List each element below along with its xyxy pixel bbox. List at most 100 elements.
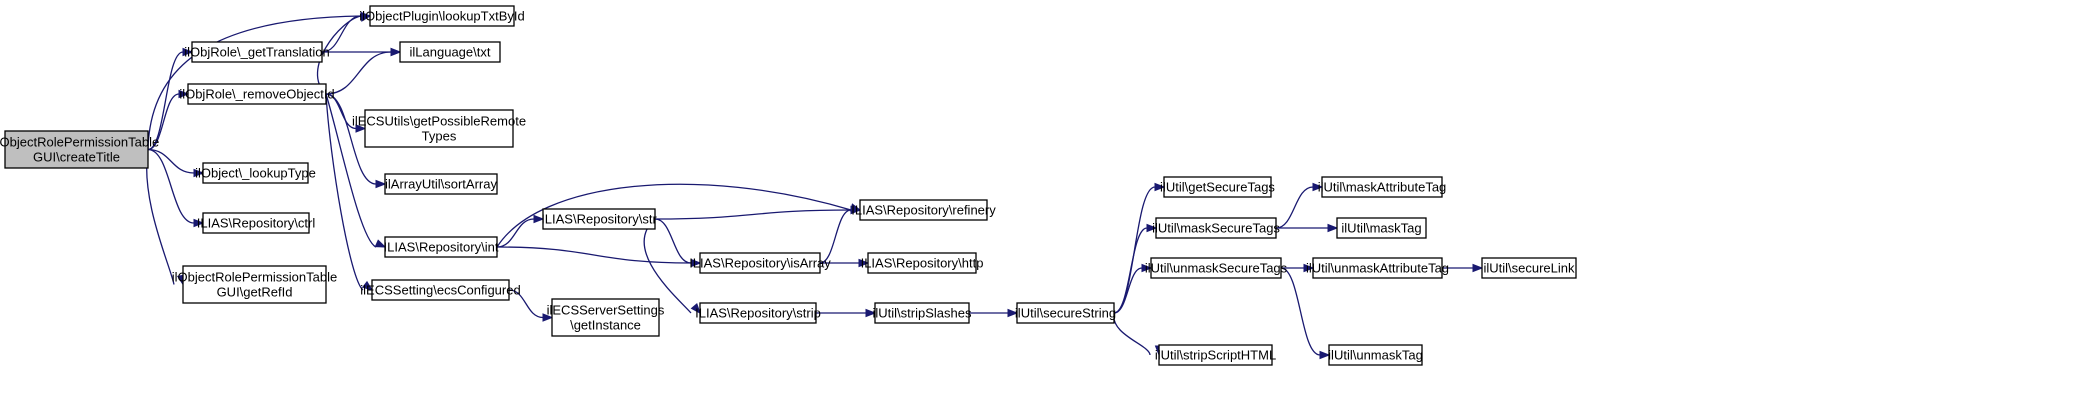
edge-str-to-strip [643,218,701,315]
node-stripSlashes[interactable]: ilUtil\stripSlashes [873,302,972,324]
node-label: ILIAS\Repository\strip [695,306,821,321]
edge-isArray-to-http [820,258,870,268]
node-label: ilECSServerSettings [547,303,665,318]
node-refinery[interactable]: ILIAS\Repository\refinery [851,199,996,221]
node-box [384,236,498,258]
node-label: ilObjRole\_getTranslation [184,45,329,60]
arrowhead-icon [1146,223,1158,233]
node-root[interactable]: ilObjectRolePermissionTableGUI\createTit… [0,130,159,169]
edge-removeObjectId-to-ecsConfigured [325,93,374,291]
node-label: ILIAS\Repository\refinery [851,203,996,218]
edge-root-to-ctrl [147,148,205,228]
arrowhead-icon [178,89,190,99]
node-label: ilUtil\maskTag [1341,221,1421,236]
node-label: ilUtil\secureLink [1483,261,1575,276]
edge-line [1280,267,1321,356]
edge-line [496,183,852,248]
node-removeObjectId[interactable]: ilObjRole\_removeObjectId [179,83,335,105]
node-label: ilObjRole\_removeObjectId [179,87,334,102]
node-int[interactable]: ILIAS\Repository\int [384,236,499,258]
node-box [202,162,309,184]
node-secureLink[interactable]: ilUtil\secureLink [1481,257,1577,279]
node-box [859,199,988,221]
nodes-layer: ilObjectRolePermissionTableGUI\createTit… [0,5,1577,366]
edge-line [325,93,377,248]
edge-line [496,246,692,264]
node-box [551,298,660,337]
arrowhead-icon [542,313,554,322]
arrowhead-icon [1472,263,1484,273]
node-label: GUI\createTitle [33,150,120,165]
arrowhead-icon [374,239,387,248]
node-lookupType[interactable]: ilObject\_lookupType [195,162,316,184]
arrowhead-icon [193,218,205,228]
node-getTranslation[interactable]: ilObjRole\_getTranslation [184,41,330,63]
edge-line [146,149,175,285]
node-str[interactable]: ILIAS\Repository\str [541,208,657,230]
node-box [182,265,327,304]
node-getSecureTags[interactable]: ilUtil\getSecureTags [1160,176,1275,198]
node-label: ilObjectRolePermissionTable [0,135,159,150]
node-http[interactable]: ILIAS\Repository\http [861,252,984,274]
arrowhead-icon [359,13,372,22]
edge-line [147,148,195,174]
node-label: ilUtil\unmaskTag [1328,348,1423,363]
edge-line [325,93,377,185]
edge-removeObjectId-to-langtxt [325,47,402,95]
node-ecsConfigured[interactable]: ilECSSetting\ecsConfigured [360,279,521,301]
node-unmaskAttributeTag[interactable]: ilUtil\unmaskAttributeTag [1306,257,1449,279]
node-box [1016,302,1115,324]
node-box [1321,176,1443,198]
edge-line [147,148,195,224]
arrowhead-icon [1141,263,1153,273]
node-label: ilUtil\maskAttributeTag [1318,180,1447,195]
edge-removeObjectId-to-int [325,93,387,248]
node-unmaskSecureTags[interactable]: ilUtil\unmaskSecureTags [1145,257,1288,279]
edge-line [1113,312,1151,356]
edge-line [654,218,692,264]
node-label: ilECSSetting\ecsConfigured [360,283,520,298]
node-box [542,208,656,230]
node-label: ILIAS\Repository\ctrl [197,216,316,231]
node-box [384,173,498,195]
edge-line [325,93,364,291]
node-ctrl[interactable]: ILIAS\Repository\ctrl [197,212,316,234]
edge-maskSecureTags-to-maskAttributeTag [1275,182,1324,229]
node-box [699,252,821,274]
arrowhead-icon [690,303,701,315]
node-unmaskTag[interactable]: ilUtil\unmaskTag [1328,344,1423,366]
node-box [1163,176,1272,198]
arrowhead-icon [690,258,702,268]
edge-unmaskAttributeTag-to-secureLink [1442,263,1484,273]
edge-str-to-refinery [654,205,862,220]
arrowhead-icon [193,168,205,178]
node-maskTag[interactable]: ilUtil\maskTag [1336,217,1427,239]
node-label: ILIAS\Repository\http [861,256,984,271]
node-getInstance[interactable]: ilECSServerSettings\getInstance [547,298,665,337]
arrowhead-icon [865,308,877,318]
node-label: ilUtil\secureString [1015,306,1116,321]
node-stripScriptHTML[interactable]: ilUtil\stripScriptHTML [1155,344,1276,366]
node-label: ilECSUtils\getPossibleRemote [352,114,526,129]
arrowhead-icon [1303,263,1315,273]
node-lookupTxtById[interactable]: ilObjectPlugin\lookupTxtById [359,5,525,27]
edge-root-to-lookupType [147,148,205,178]
edge-ecsConfigured-to-getInstance [508,289,554,322]
node-maskAttributeTag[interactable]: ilUtil\maskAttributeTag [1318,176,1447,198]
node-sortArray[interactable]: ilArrayUtil\sortArray [384,173,498,195]
node-label: ilUtil\unmaskAttributeTag [1306,261,1449,276]
node-strip[interactable]: ILIAS\Repository\strip [695,302,821,324]
arrowhead-icon [1312,182,1324,192]
node-box [1155,217,1277,239]
node-label: ilUtil\stripSlashes [873,306,972,321]
node-box [699,302,817,324]
node-isArray[interactable]: ILIAS\Repository\isArray [689,252,831,274]
node-box [1150,257,1282,279]
node-secureString[interactable]: ilUtil\secureString [1015,302,1116,324]
node-langtxt[interactable]: ilLanguage\txt [399,41,501,63]
node-maskSecureTags[interactable]: ilUtil\maskSecureTags [1152,217,1280,239]
node-label: ilUtil\maskSecureTags [1152,221,1280,236]
